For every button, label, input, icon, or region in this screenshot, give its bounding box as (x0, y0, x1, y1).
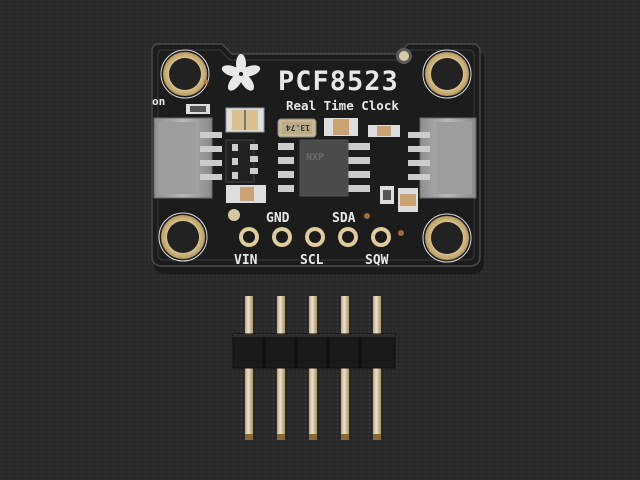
mounting-hole-top-left (160, 49, 210, 99)
mounting-hole-bottom-right (422, 213, 472, 263)
svg-text:13.74: 13.74 (286, 123, 310, 132)
pcf8523-chip: NXP (278, 139, 370, 197)
chip-label: PCF8523 (278, 66, 399, 97)
pin-label-scl: SCL (300, 253, 324, 268)
crystal-oscillator: 13.74 (277, 118, 317, 138)
capacitor-top-left (225, 107, 265, 133)
stemma-connector-left (153, 117, 222, 199)
adafruit-flower-logo-icon (221, 54, 261, 91)
mounting-hole-top-right (422, 49, 472, 99)
board-subtitle: Real Time Clock (286, 98, 399, 113)
header-holes (239, 227, 391, 247)
mounting-hole-bottom-left (158, 212, 208, 262)
ic-marking: NXP (306, 152, 324, 163)
pin-label-gnd: GND (266, 211, 290, 226)
male-pin-header (232, 296, 396, 440)
voltage-regulator (225, 139, 258, 183)
pin-label-vin: VIN (234, 253, 258, 268)
led-label: on (152, 95, 165, 108)
stemma-connector-right (408, 117, 477, 199)
pin-label-sda: SDA (332, 211, 356, 226)
pin-label-sqw: SQW (365, 253, 389, 268)
